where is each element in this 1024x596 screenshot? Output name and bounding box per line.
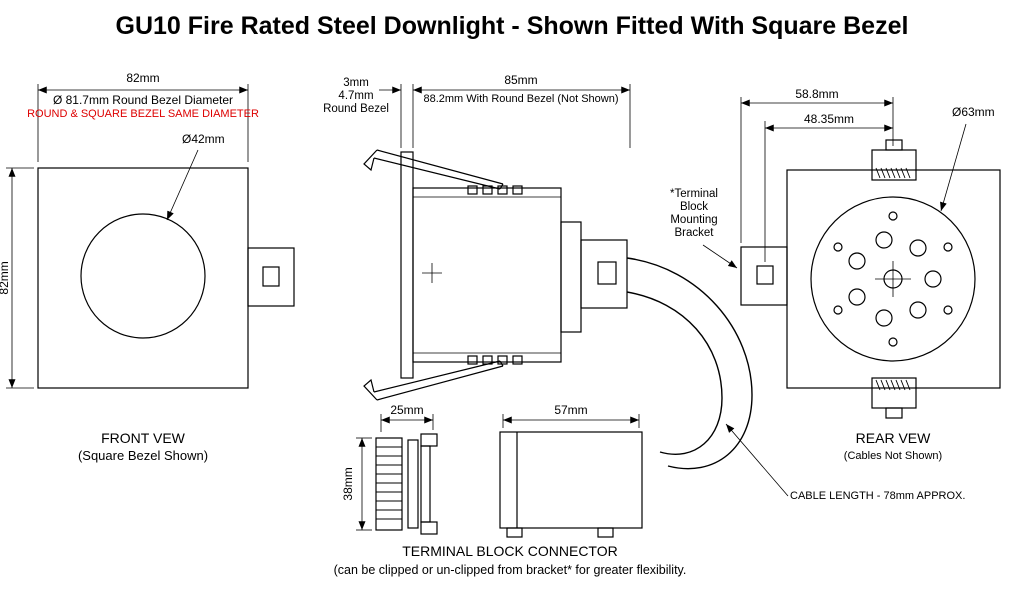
side-bezel-dim-line3: Round Bezel <box>323 103 389 115</box>
rear-view-dimension-lines <box>740 97 967 262</box>
front-view-drawing <box>37 167 295 389</box>
terminal-bracket-note: *Terminal Block Mounting Bracket <box>670 188 718 239</box>
front-height-dimension: 82mm <box>0 261 12 295</box>
side-depth-note: 88.2mm With Round Bezel (Not Shown) <box>423 93 619 105</box>
terminal-block-drawing <box>375 431 643 538</box>
rear-inner-dimension: 48.35mm <box>803 112 855 126</box>
front-bezel-same-note: ROUND & SQUARE BEZEL SAME DIAMETER <box>27 108 259 120</box>
side-bezel-dimension: 3mm 4.7mm Round Bezel <box>316 77 396 116</box>
side-depth-dimension: 85mm <box>504 73 538 87</box>
terminal-block-dimension-lines <box>356 414 640 531</box>
cable-length-note: CABLE LENGTH - 78mm APPROX. <box>790 490 966 502</box>
terminal-left-width-dimension: 25mm <box>390 403 424 417</box>
front-view-sublabel: (Square Bezel Shown) <box>77 448 209 463</box>
side-view-dimension-lines <box>379 84 789 497</box>
front-hole-dimension: Ø42mm <box>182 132 225 146</box>
rear-outer-dimension: 58.8mm <box>795 87 839 101</box>
terminal-block-sublabel: (can be clipped or un-clipped from brack… <box>333 563 687 577</box>
front-view-label: FRONT VEW <box>101 430 185 446</box>
rear-view-sublabel: (Cables Not Shown) <box>843 450 943 462</box>
page-title: GU10 Fire Rated Steel Downlight - Shown … <box>115 12 909 40</box>
front-view-dimension-lines <box>6 84 249 389</box>
terminal-block-label: TERMINAL BLOCK CONNECTOR <box>402 543 618 559</box>
side-bezel-dim-line2: 4.7mm <box>338 90 374 102</box>
terminal-height-dimension: 38mm <box>341 467 356 501</box>
rear-view-label: REAR VEW <box>855 430 931 446</box>
terminal-right-width-dimension: 57mm <box>554 403 588 417</box>
front-bezel-diameter-note: Ø 81.7mm Round Bezel Diameter <box>52 93 234 107</box>
rear-can-dimension: Ø63mm <box>952 105 995 119</box>
rear-view-drawing <box>740 139 1001 419</box>
front-width-dimension: 82mm <box>126 71 160 85</box>
side-view-drawing <box>363 149 753 470</box>
side-bezel-dim-line1: 3mm <box>343 77 369 89</box>
